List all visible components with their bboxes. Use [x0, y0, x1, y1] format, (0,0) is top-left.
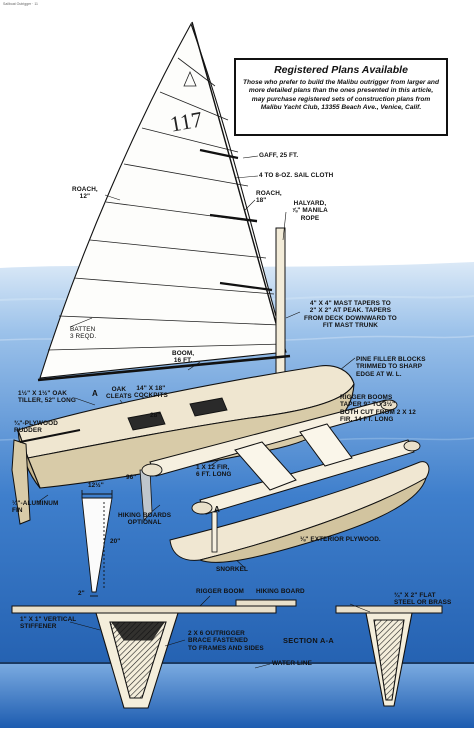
label-stiffener: 1" x 1" VERTICAL STIFFENER [20, 616, 77, 631]
rudder [11, 429, 81, 525]
label-flat-steel: ¾" x 2" FLAT STEEL OR BRASS [394, 592, 452, 607]
label-rigger-boom: RIGGER BOOM [196, 588, 244, 595]
label-oak-cleats: OAK CLEATS [106, 386, 132, 401]
gaff [191, 21, 285, 353]
label-fir: 1 x 12 FIR, 6 FT. LONG [196, 464, 232, 479]
label-batten: BATTEN 3 REQD. [70, 326, 97, 341]
label-cockpits: 14" x 18" COCKPITS [134, 385, 168, 400]
label-hiking-boards: HIKING BOARDS OPTIONAL [118, 512, 172, 527]
battens [199, 148, 273, 292]
label-exterior-plywood: ⅛" EXTERIOR PLYWOOD. [300, 536, 381, 543]
cockpits [127, 397, 228, 431]
registered-plans-box: Registered Plans Available Those who pre… [234, 58, 448, 136]
registered-plans-body: Those who prefer to build the Malibu out… [243, 79, 439, 112]
label-section-a-bottom: A [214, 505, 220, 514]
boom [37, 354, 291, 382]
label-sail-cloth: 4 TO 8-OZ. SAIL CLOTH [259, 172, 334, 179]
dim-fin-width: 12½" [88, 482, 104, 489]
page-header-text: Sailboat Outrigger · 11 [3, 2, 38, 6]
label-roach-left: ROACH, 12" [72, 186, 98, 201]
label-gaff: GAFF, 25 FT. [259, 152, 299, 159]
sail [39, 22, 287, 379]
outrigger-hull [169, 461, 430, 563]
registered-plans-title: Registered Plans Available [274, 64, 408, 76]
label-outrigger-brace: 2 x 6 OUTRIGGER BRACE FASTENED TO FRAMES… [188, 630, 264, 652]
label-rigger-booms: RIGGER BOOMS TAPER 9" TO 3½" BOTH CUT FR… [340, 394, 416, 424]
dim-fin-bottom: 2" [78, 590, 85, 597]
snorkel [211, 511, 218, 553]
label-tiller: 1½" x 1½" OAK TILLER, 52" LONG [18, 390, 76, 405]
label-plywood-rudder: ¾"-PLYWOOD RUDDER [14, 420, 58, 435]
fir-planks [234, 423, 353, 491]
label-section-a-top: A [92, 389, 98, 398]
sail-seams [47, 57, 285, 351]
mast [275, 227, 286, 387]
label-aluminum-fin: ¼"-ALUMINUM FIN [12, 500, 59, 515]
label-halyard: HALYARD, ⅞" MANILA ROPE [292, 200, 328, 222]
label-boom: BOOM, 16 FT. [172, 350, 195, 365]
label-water-line: WATER LINE [272, 660, 312, 667]
dim-angle-96: 96" [126, 474, 137, 481]
section-hull [95, 612, 179, 709]
section-water [0, 664, 474, 728]
label-roach-right: ROACH, 18" [256, 190, 282, 205]
label-mast: 4" x 4" MAST TAPERS TO 2" x 2" AT PEAK. … [304, 300, 397, 330]
section-a-a-title: SECTION A-A [283, 636, 335, 645]
label-hiking-board: HIKING BOARD [256, 588, 305, 595]
fin-detail [81, 490, 113, 597]
board-ends [141, 399, 421, 515]
label-snorkel: SNORKEL [216, 566, 248, 573]
dim-fin-height: 20" [110, 538, 121, 545]
label-pine-blocks: PINE FILLER BLOCKS TRIMMED TO SHARP EDGE… [356, 356, 426, 378]
section-outrigger [365, 612, 413, 707]
dim-angle-28: 28" [150, 412, 161, 419]
